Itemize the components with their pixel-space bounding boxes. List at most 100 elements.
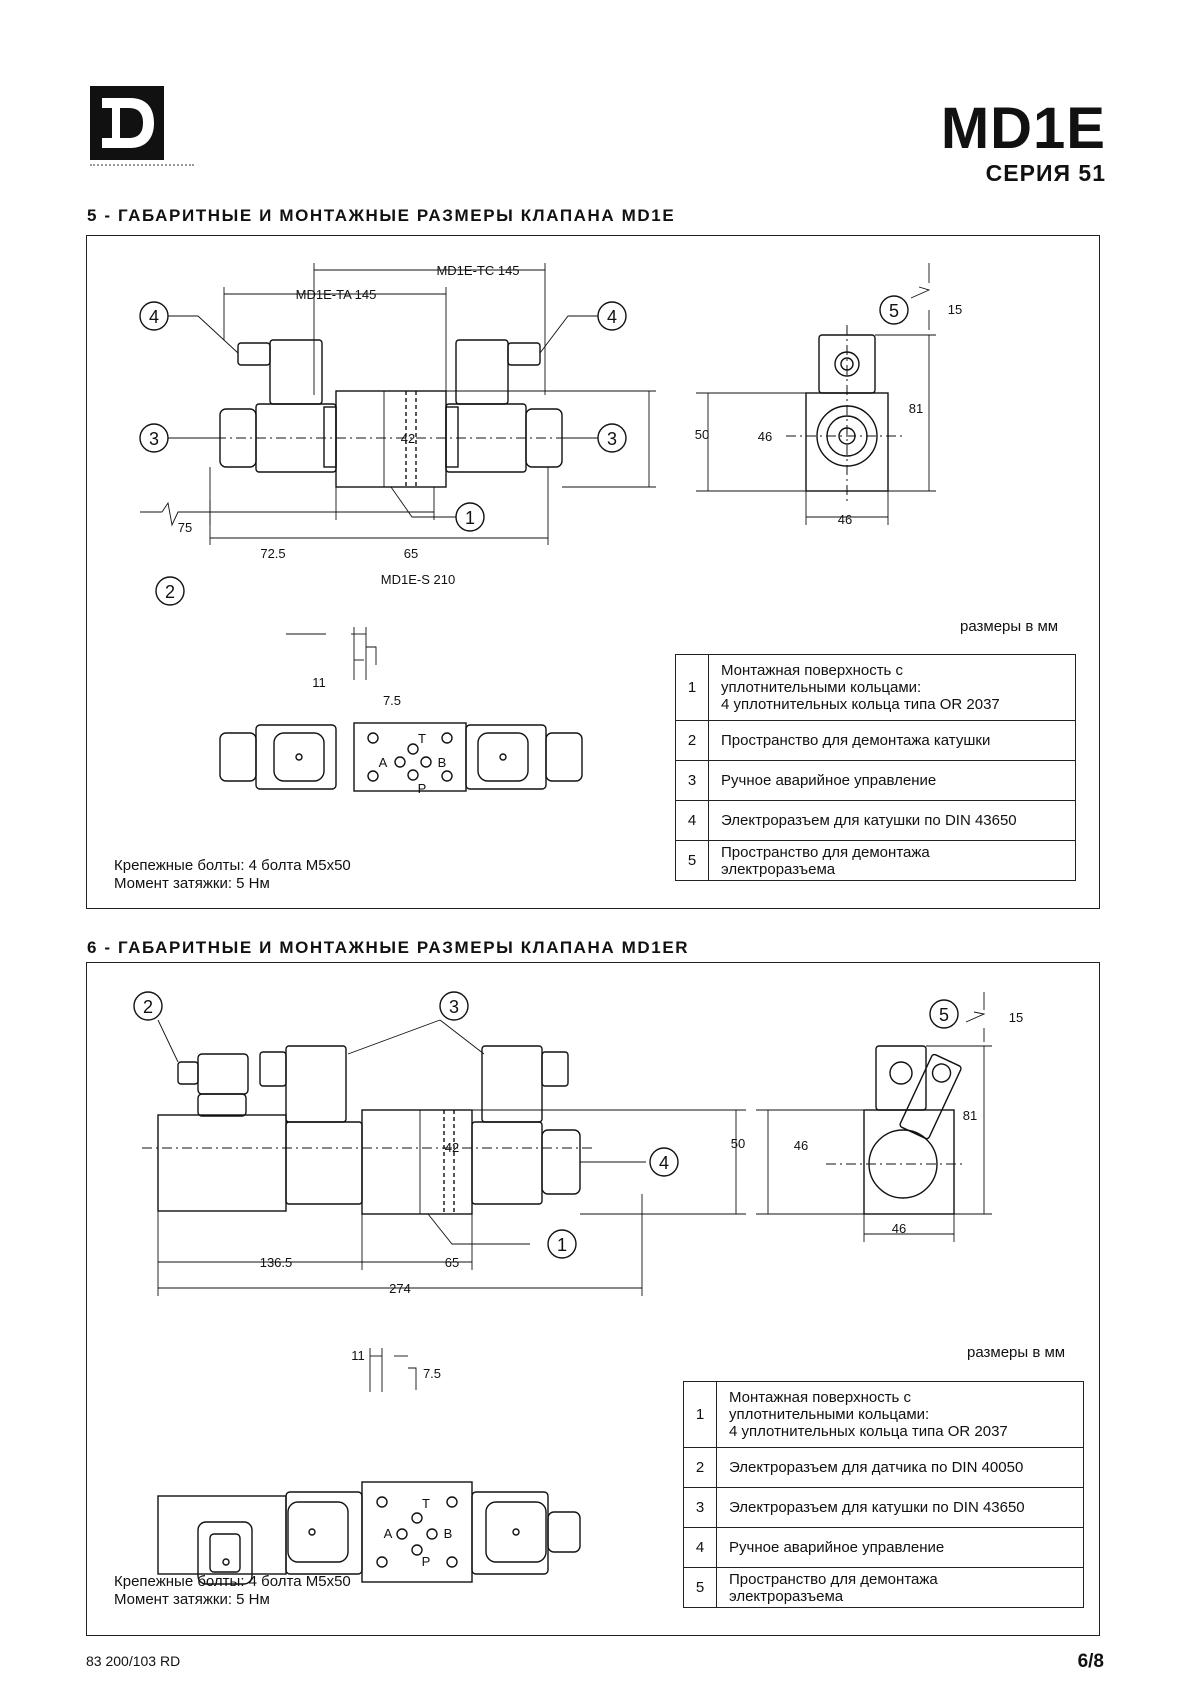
s6-port-t: T <box>422 1496 430 1511</box>
s5-callout-5 <box>879 295 909 325</box>
s5-callout-4-right <box>597 301 627 331</box>
s6-legend-row: 1 Монтажная поверхность с уплотнительным… <box>683 1381 1084 1448</box>
s5-connector-left <box>269 339 323 405</box>
s6-coil-left <box>285 1121 363 1205</box>
s5-port-b: B <box>438 755 447 770</box>
s5-dim-72-5: 72.5 <box>260 546 285 561</box>
s6-legend-text: Монтажная поверхность с уплотнительными … <box>716 1381 1084 1448</box>
series-label: СЕРИЯ 51 <box>985 160 1106 186</box>
s6-side-connector <box>875 1045 927 1111</box>
s6-port-p: P <box>422 1554 431 1569</box>
s5-legend-row: 3 Ручное аварийное управление <box>675 760 1076 801</box>
s5-callout-4-left-label: 4 <box>149 307 159 327</box>
s6-legend-text: Электроразъем для катушки по DIN 43650 <box>716 1487 1084 1528</box>
s6-callout-1-label: 1 <box>557 1235 567 1255</box>
s5-dim-s: MD1E-S 210 <box>381 572 455 587</box>
s5-units-note: размеры в мм <box>960 618 1059 635</box>
s6-callout-4 <box>649 1147 679 1177</box>
s5-legend-row: 5 Пространство для демонтажа электроразъ… <box>675 840 1076 881</box>
s6-legend-text: Ручное аварийное управление <box>716 1527 1084 1568</box>
s5-dim-7-5: 7.5 <box>383 693 401 708</box>
s6-dim-42: 42 <box>445 1140 459 1155</box>
s5-callout-2-label: 2 <box>165 582 175 602</box>
s6-callout-3-label: 3 <box>449 997 459 1017</box>
s6-legend-table: 1 Монтажная поверхность с уплотнительным… <box>683 1381 1084 1608</box>
s5-legend-num: 3 <box>675 760 709 801</box>
section5-heading: 5 - ГАБАРИТНЫЕ И МОНТАЖНЫЕ РАЗМЕРЫ КЛАПА… <box>87 206 676 225</box>
document-code: 83 200/103 RD <box>86 1653 181 1669</box>
s6-callout-5-label: 5 <box>939 1005 949 1025</box>
section5-drawing: 4 4 3 3 1 2 5 MD1E-TC 145 MD1E-TA 145 75… <box>139 263 962 796</box>
s5-callout-1-label: 1 <box>465 508 475 528</box>
s6-sensor-body <box>157 1114 287 1212</box>
s6-callout-3 <box>439 991 469 1021</box>
s5-callout-3-left-label: 3 <box>149 429 159 449</box>
s5-legend-num: 2 <box>675 720 709 761</box>
s6-legend-row: 5 Пространство для демонтажа электроразъ… <box>683 1567 1084 1608</box>
s6-legend-row: 3 Электроразъем для катушки по DIN 43650 <box>683 1487 1084 1528</box>
s5-legend-row: 4 Электроразъем для катушки по DIN 43650 <box>675 800 1076 841</box>
section5-frame <box>86 235 1100 909</box>
s6-dim-46-horizontal: 46 <box>892 1221 906 1236</box>
s5-connector-right <box>455 339 509 405</box>
s5-legend-text: Пространство для демонтажа электроразъем… <box>708 840 1076 881</box>
s6-legend-row: 2 Электроразъем для датчика по DIN 40050 <box>683 1447 1084 1488</box>
s6-plan-sensor-connector <box>197 1521 253 1585</box>
s6-dim-7-5: 7.5 <box>423 1366 441 1381</box>
s5-callout-4-right-label: 4 <box>607 307 617 327</box>
s5-callout-2 <box>155 576 185 606</box>
s5-port-p: P <box>418 781 427 796</box>
s6-callout-2 <box>133 991 163 1021</box>
s5-legend-text: Монтажная поверхность с уплотнительными … <box>708 654 1076 721</box>
s6-units-note: размеры в мм <box>967 1344 1066 1361</box>
s5-port-t: T <box>418 731 426 746</box>
s5-dim-15: 15 <box>948 302 962 317</box>
s6-dim-136-5: 136.5 <box>260 1255 293 1270</box>
s6-legend-num: 3 <box>683 1487 717 1528</box>
s5-dim-ta: MD1E-TA 145 <box>296 287 377 302</box>
s5-dim-50: 50 <box>695 427 709 442</box>
s6-valve-body <box>361 1109 473 1215</box>
s5-callout-3-left <box>139 423 169 453</box>
s5-callout-5-label: 5 <box>889 301 899 321</box>
s6-legend-text: Электроразъем для датчика по DIN 40050 <box>716 1447 1084 1488</box>
s6-legend-num: 5 <box>683 1567 717 1608</box>
s6-coil-connector-right <box>481 1045 543 1123</box>
product-title: MD1E <box>940 96 1106 161</box>
company-logo <box>90 86 164 160</box>
s6-dim-11: 11 <box>351 1348 365 1363</box>
s5-callout-3-right-label: 3 <box>607 429 617 449</box>
s6-bolts-note: Крепежные болты: 4 болта M5x50 Момент за… <box>114 1573 351 1608</box>
s6-legend-text: Пространство для демонтажа электроразъем… <box>716 1567 1084 1608</box>
s6-dim-65: 65 <box>445 1255 459 1270</box>
s5-callout-4-left <box>139 301 169 331</box>
s6-legend-num: 1 <box>683 1381 717 1448</box>
s6-callout-4-label: 4 <box>659 1153 669 1173</box>
s5-dim-46-horizontal: 46 <box>838 512 852 527</box>
s5-legend-num: 4 <box>675 800 709 841</box>
s5-callout-1 <box>455 502 485 532</box>
s5-bolts-note: Крепежные болты: 4 болта M5x50 Момент за… <box>114 857 351 892</box>
s5-dim-42: 42 <box>401 431 415 446</box>
s5-plan-override-left <box>219 732 257 782</box>
s5-legend-table: 1 Монтажная поверхность с уплотнительным… <box>675 654 1076 881</box>
s5-legend-row: 1 Монтажная поверхность с уплотнительным… <box>675 654 1076 721</box>
s6-manual-override <box>541 1129 581 1195</box>
s6-legend-num: 4 <box>683 1527 717 1568</box>
page-number: 6/8 <box>1077 1651 1104 1672</box>
s6-legend-row: 4 Ручное аварийное управление <box>683 1527 1084 1568</box>
s6-callout-5 <box>929 999 959 1029</box>
s5-dim-65: 65 <box>404 546 418 561</box>
s6-callout-1 <box>547 1229 577 1259</box>
s5-side-connector <box>818 334 876 394</box>
s5-legend-text: Пространство для демонтажа катушки <box>708 720 1076 761</box>
s6-dim-50: 50 <box>731 1136 745 1151</box>
s5-legend-num: 5 <box>675 840 709 881</box>
s5-valve-body <box>335 390 447 488</box>
s6-port-b: B <box>444 1526 453 1541</box>
s5-port-a: A <box>379 755 388 770</box>
s5-callout-3-right <box>597 423 627 453</box>
section6-heading: 6 - ГАБАРИТНЫЕ И МОНТАЖНЫЕ РАЗМЕРЫ КЛАПА… <box>87 938 690 957</box>
s5-plan-override-right <box>545 732 583 782</box>
s6-port-a: A <box>384 1526 393 1541</box>
